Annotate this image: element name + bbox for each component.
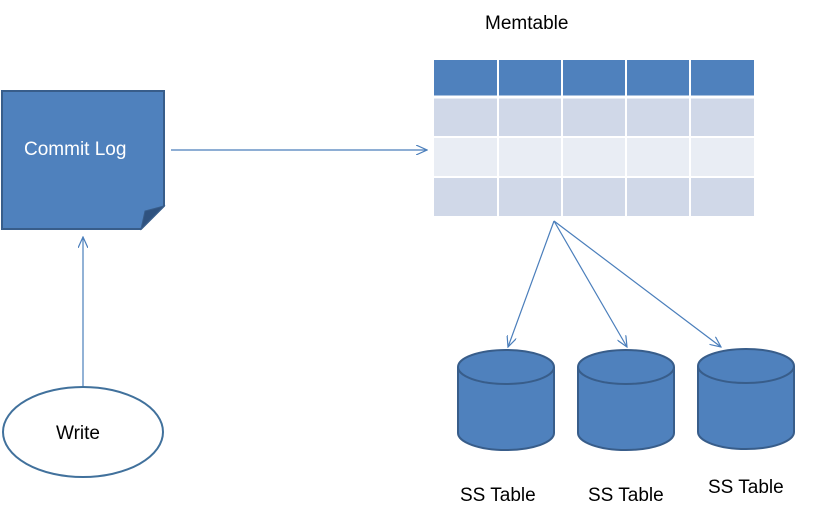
memtable-cell: [626, 137, 690, 177]
memtable-to-sstable-arrow: [553, 220, 721, 347]
memtable-cell: [562, 177, 626, 216]
memtable-table: [434, 60, 754, 216]
sstable-label: SS Table: [708, 477, 784, 498]
write-node[interactable]: [2, 386, 164, 478]
memtable-header-cell: [498, 60, 562, 97]
sstable-label: SS Table: [588, 485, 664, 506]
write-label: Write: [56, 423, 100, 444]
memtable-header-cell: [626, 60, 690, 97]
memtable-cell: [626, 97, 690, 137]
memtable-cell: [690, 177, 754, 216]
memtable-cell: [562, 97, 626, 137]
sstable-cylinder[interactable]: [457, 349, 555, 451]
memtable-cell: [434, 177, 498, 216]
sstable-cylinder[interactable]: [697, 348, 795, 450]
memtable-header-cell: [562, 60, 626, 97]
memtable-header-cell: [690, 60, 754, 97]
memtable-cell: [498, 137, 562, 177]
commit-log-label: Commit Log: [24, 139, 127, 160]
memtable-to-sstable-arrow: [553, 220, 627, 347]
commit-log-shape[interactable]: [1, 90, 166, 231]
memtable-cell: [690, 97, 754, 137]
memtable-cell: [434, 97, 498, 137]
memtable-header-cell: [434, 60, 498, 97]
sstable-label: SS Table: [460, 485, 536, 506]
memtable-cell: [690, 137, 754, 177]
memtable-cell: [434, 137, 498, 177]
sstable-cylinder[interactable]: [577, 349, 675, 451]
memtable-cell: [562, 137, 626, 177]
memtable-cell: [498, 97, 562, 137]
memtable-to-sstable-arrow: [508, 220, 555, 347]
memtable-label: Memtable: [485, 13, 569, 34]
memtable-cell: [626, 177, 690, 216]
memtable-cell: [498, 177, 562, 216]
